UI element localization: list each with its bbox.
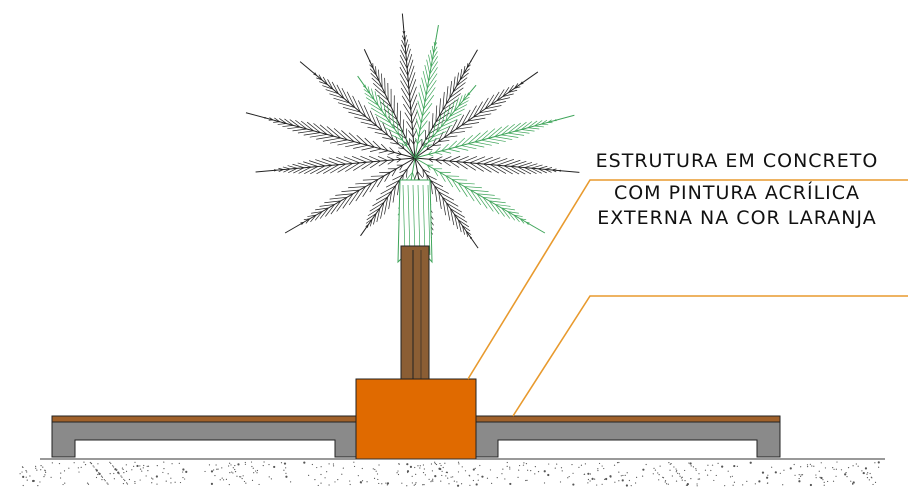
annotation-text-line-1: ESTRUTURA EM CONCRETO: [595, 150, 879, 172]
annotation-leader-1: [467, 179, 908, 380]
palm-tree-icon: [245, 13, 580, 270]
annotation-leader-2: [512, 295, 908, 417]
bench-right: [474, 415, 781, 458]
palm-trunk: [400, 245, 430, 381]
annotation-text-line-2: COM PINTURA ACRÍLICA: [613, 182, 861, 204]
ground-line: [19, 458, 885, 487]
bench-left: [51, 415, 358, 458]
annotation-text-line-3: EXTERNA NA COR LARANJA: [597, 207, 877, 229]
concrete-planter-box: [355, 378, 477, 460]
